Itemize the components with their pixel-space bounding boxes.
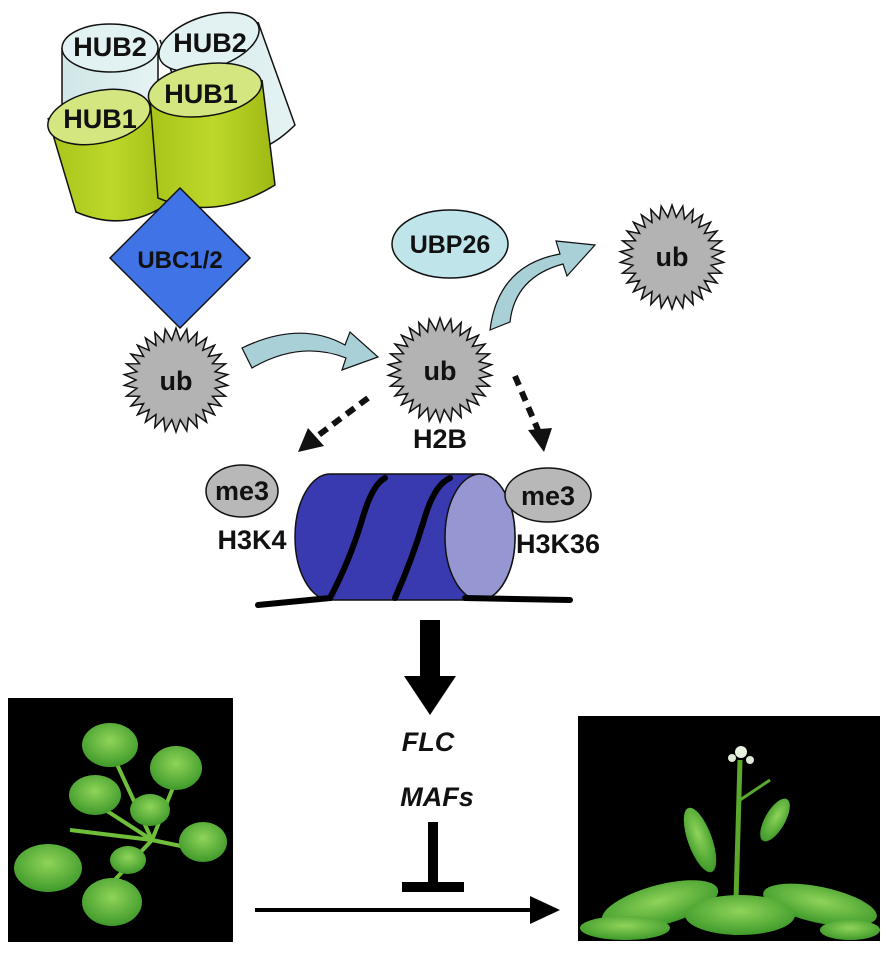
dashed-arrow-to-h3k4 (310, 395, 370, 443)
hub1-right-cylinder: HUB1 (147, 62, 276, 209)
ubc-label: UBC1/2 (137, 247, 222, 274)
dashed-arrow-to-h3k36 (512, 374, 541, 432)
transition-arrowhead (530, 896, 560, 924)
me3-right-label: me3 (521, 481, 575, 511)
rosette-plant-photo (8, 698, 233, 942)
flowering-plant-photo (578, 716, 880, 941)
hub1-right-label: HUB1 (164, 79, 238, 109)
hub1-left-label: HUB1 (63, 104, 137, 134)
ubp26-label: UBP26 (410, 231, 491, 259)
h2b-label: H2B (413, 424, 467, 454)
dna-strand (255, 475, 573, 608)
ub-released-label: ub (656, 242, 689, 272)
h3k4-label: H3K4 (217, 525, 286, 555)
nucleosome (255, 473, 573, 608)
flc-label: FLC (402, 727, 455, 757)
transfer-arrow (241, 330, 380, 371)
me3-left: me3 (205, 464, 279, 518)
ub-star-free: ub (121, 325, 231, 435)
dashed-arrowhead-h3k36 (528, 428, 552, 452)
ub-star-bound: ub (385, 315, 495, 425)
removal-arrow (489, 240, 597, 331)
mafs-label: MAFs (400, 782, 474, 812)
ub-free-label: ub (160, 366, 193, 396)
ubc-diamond: UBC1/2 (108, 186, 252, 330)
ub-bound-label: ub (424, 356, 457, 386)
h3k36-label: H3K36 (516, 529, 600, 559)
hub2-right-label: HUB2 (173, 28, 247, 58)
ub-star-released: ub (617, 202, 727, 312)
hub-complex: HUB2 HUB2 HUB1 HUB1 (47, 11, 296, 222)
repression-symbol (402, 822, 464, 892)
dashed-arrowhead-h3k4 (298, 428, 324, 452)
hub2-left-label: HUB2 (73, 32, 147, 62)
me3-right: me3 (504, 467, 592, 523)
hub1-left-cylinder: HUB1 (47, 88, 176, 222)
activation-arrow (404, 620, 456, 715)
ubp26-ellipse: UBP26 (391, 209, 509, 279)
me3-left-label: me3 (215, 476, 269, 506)
